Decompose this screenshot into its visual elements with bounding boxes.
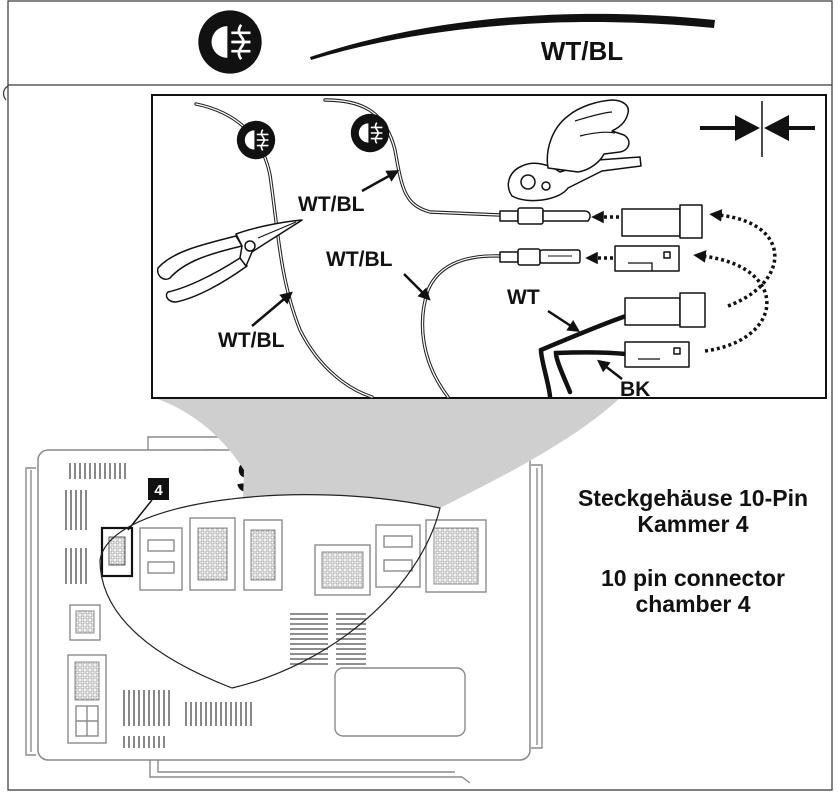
caption-de-line-1: Steckgehäuse 10-Pin [578, 485, 808, 511]
connector-housing-a [621, 204, 703, 239]
wire-label: WT [507, 286, 540, 309]
caption-de-line-2: Kammer 4 [637, 511, 748, 537]
page-curl [2, 85, 9, 101]
terminal-male [499, 207, 591, 225]
side-cutter-icon [156, 219, 303, 303]
fuse-box-right-rail [531, 464, 543, 749]
caption-en-line-1: 10 pin connector [601, 565, 785, 591]
connector-socket [425, 519, 487, 593]
label-pointer [361, 170, 400, 193]
connector-chamber-4 [100, 526, 134, 578]
chamber-tag [148, 478, 169, 500]
crimping-tool-icon [507, 99, 642, 202]
label-pointer [251, 291, 293, 327]
vent-grid [65, 490, 87, 530]
wire-wt-black [538, 313, 629, 399]
connector-housing-d [624, 341, 690, 368]
fuse-box-left-rail [25, 467, 36, 756]
label-pointer [547, 309, 581, 333]
vent-grid [185, 702, 252, 726]
push-together-icon [700, 101, 815, 157]
page-border [7, 85, 833, 791]
callout-wedge [155, 398, 620, 688]
connector-socket [139, 527, 183, 591]
rear-fog-light-icon [197, 9, 263, 75]
wire-bk [553, 350, 629, 395]
wire-label: WT/BL [298, 193, 365, 216]
vent-grid [69, 463, 126, 479]
fuse-box-bottom-rail [149, 760, 471, 784]
connector-housing-b [614, 245, 680, 272]
header-frame [7, 0, 833, 86]
terminal-female [499, 248, 581, 266]
connector-socket [189, 517, 236, 591]
rear-fog-light-icon [350, 113, 390, 153]
vent-grid [123, 690, 170, 726]
header-wire-curve [310, 13, 715, 60]
connector-caption: Steckgehäuse 10-Pin Kammer 4 10 pin conn… [578, 485, 808, 617]
wire-label: WT/BL [326, 248, 393, 271]
wire-label: BK [620, 378, 650, 401]
rear-fog-light-icon [236, 120, 276, 160]
chamber-tag-number: 4 [154, 482, 163, 499]
connector-socket [69, 604, 101, 641]
header-wire-label: WT/BL [541, 36, 623, 66]
label-pointer [597, 359, 623, 380]
magnifier-lens [99, 494, 441, 689]
vent-grid [65, 548, 87, 584]
vent-grid [123, 736, 165, 748]
mate-arrow [693, 250, 769, 353]
wire-label: WT/BL [218, 329, 285, 352]
connector-socket [67, 654, 107, 744]
fuse-box-recess [334, 667, 466, 737]
header-band: WT/BL [7, 0, 833, 86]
caption-en-line-2: chamber 4 [635, 591, 750, 617]
wire-wt-bl-lamp [323, 98, 502, 217]
detail-panel: WT/BL WT/BL WT WT/BL BK [151, 94, 827, 401]
connector-housing-c [624, 292, 706, 328]
label-pointer [403, 273, 431, 301]
mate-arrow [709, 209, 777, 308]
